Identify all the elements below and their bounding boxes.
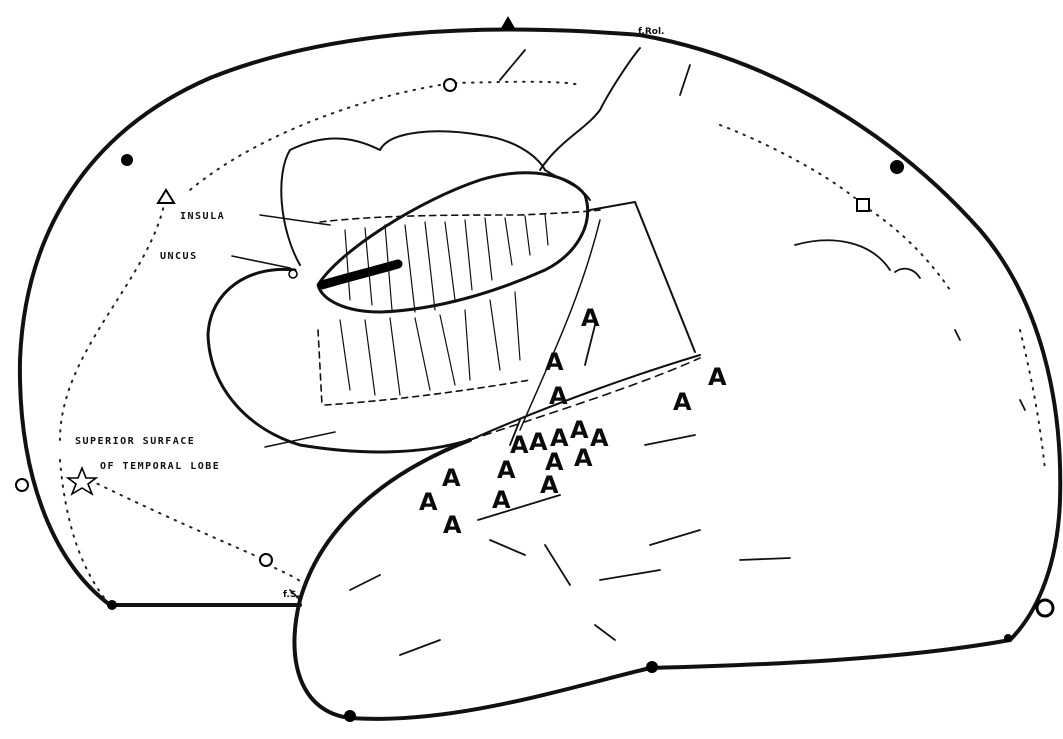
bottom-dot-2 <box>344 710 356 722</box>
stimulation-mark-a: A <box>590 424 609 452</box>
central-sulcus <box>540 48 640 170</box>
stimulation-mark-a: A <box>497 456 516 484</box>
stimulation-mark-a: A <box>442 464 461 492</box>
circled-q-symbol <box>260 554 272 566</box>
exposed-wedge <box>590 202 695 352</box>
stimulation-mark-a: A <box>419 488 438 516</box>
interior-symbols <box>68 79 869 566</box>
square-symbol <box>857 199 869 211</box>
circle-symbol <box>444 79 456 91</box>
temporal-lobe-label: OF TEMPORAL LOBE <box>100 461 220 472</box>
temporal-lobe-outline <box>294 440 1010 719</box>
dashed-region-bottom <box>325 380 530 405</box>
star-symbol <box>68 468 96 494</box>
stimulation-mark-a: A <box>574 444 593 472</box>
stimulation-mark-a: A <box>545 348 564 376</box>
stimulation-mark-a: A <box>540 471 559 499</box>
right-open-circle <box>1037 600 1053 616</box>
right-upper-dot <box>890 160 904 174</box>
stimulation-mark-a: A <box>443 511 462 539</box>
dashed-region-top <box>320 210 600 222</box>
superior-surface-label: SUPERIOR SURFACE <box>75 436 195 447</box>
stimulation-mark-a: A <box>708 363 727 391</box>
left-open-circle <box>16 479 28 491</box>
bottom-left-dot <box>107 600 117 610</box>
right-small-dot <box>1004 634 1012 642</box>
uncus-label: UNCUS <box>160 251 198 262</box>
gyral-marks <box>350 50 1025 655</box>
label-leaders <box>232 215 335 600</box>
stimulation-mark-a: A <box>581 304 600 332</box>
stimulation-mark-a: A <box>510 431 529 459</box>
stimulation-mark-a: A <box>673 388 692 416</box>
insula-label: INSULA <box>180 211 225 222</box>
rolandic-fissure-label: f.Rol. <box>638 27 664 37</box>
triangle-symbol <box>158 190 174 203</box>
bottom-mid-dot <box>646 661 658 673</box>
dashed-region-left <box>318 330 322 405</box>
outline-markers <box>16 16 1053 722</box>
stimulation-mark-a: A <box>549 382 568 410</box>
left-upper-dot <box>121 154 133 166</box>
stimulation-mark-a: A <box>570 416 589 444</box>
temporal-flap <box>208 269 470 452</box>
hemisphere-outline <box>20 29 1060 640</box>
uncus-small-circle <box>289 270 297 278</box>
sylvian-fissure-label: f.S. <box>283 590 300 600</box>
stimulation-mark-a: A <box>492 486 511 514</box>
top-triangle-marker <box>500 16 516 30</box>
